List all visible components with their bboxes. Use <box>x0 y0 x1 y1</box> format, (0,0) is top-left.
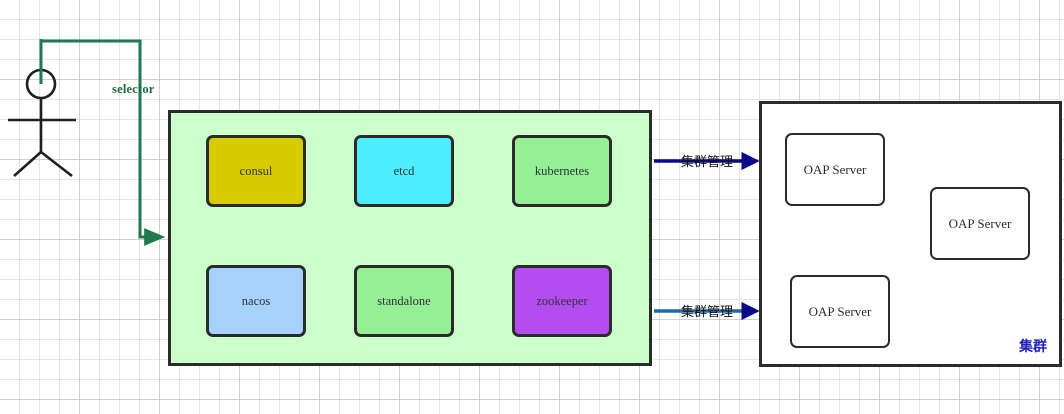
provider-label: etcd <box>393 163 415 178</box>
provider-box-standalone[interactable]: standalone <box>354 265 454 337</box>
provider-box-zookeeper[interactable]: zookeeper <box>512 265 612 337</box>
oap-server-box[interactable]: OAP Server <box>785 133 885 206</box>
provider-label: kubernetes <box>534 163 590 178</box>
provider-label: nacos <box>241 293 271 308</box>
oap-server-box[interactable]: OAP Server <box>930 187 1030 260</box>
cluster-tag-label: 集群 <box>1019 339 1047 355</box>
provider-box-nacos[interactable]: nacos <box>206 265 306 337</box>
oap-server-label: OAP Server <box>803 161 867 177</box>
provider-box-etcd[interactable]: etcd <box>354 135 454 207</box>
provider-label: standalone <box>377 293 431 308</box>
provider-label: zookeeper <box>536 293 588 308</box>
oap-server-label: OAP Server <box>808 303 872 319</box>
provider-box-kubernetes[interactable]: kubernetes <box>512 135 612 207</box>
stick-figure-icon <box>8 68 76 178</box>
oap-server-label: OAP Server <box>948 215 1012 231</box>
cluster-management-label-bottom: 集群管理 <box>681 305 734 320</box>
cluster-management-label-top: 集群管理 <box>681 155 734 170</box>
provider-label: consul <box>239 163 273 178</box>
provider-box-consul[interactable]: consul <box>206 135 306 207</box>
selector-label: selector <box>112 82 155 96</box>
oap-server-box[interactable]: OAP Server <box>790 275 890 348</box>
